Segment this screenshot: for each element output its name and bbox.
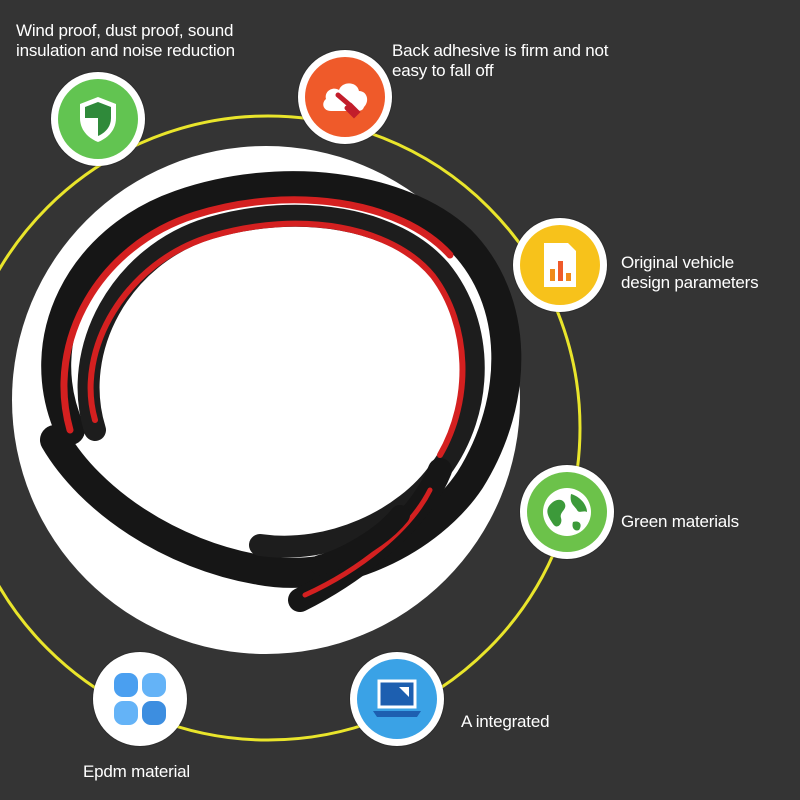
back-adhesive-badge	[298, 50, 392, 144]
laptop-icon	[373, 679, 421, 717]
green-materials-label-line1: Green materials	[621, 512, 739, 531]
original-design-label-line2: design parameters	[621, 273, 759, 292]
shield-icon	[80, 97, 116, 142]
wind-proof-badge	[51, 72, 145, 166]
original-design-label-line1: Original vehicle	[621, 253, 735, 272]
integrated-label-line1: A integrated	[461, 712, 550, 731]
wind-proof-label-line2: insulation and noise reduction	[16, 41, 235, 60]
globe-icon	[543, 488, 591, 536]
green-materials-label: Green materials	[621, 512, 739, 532]
wind-proof-label: Wind proof, dust proof, sound insulation…	[16, 21, 235, 61]
epdm-badge	[93, 652, 187, 746]
back-adhesive-label-line2: easy to fall off	[392, 61, 494, 80]
epdm-label: Epdm material	[83, 762, 190, 782]
integrated-label: A integrated	[461, 712, 550, 732]
four-petal-icon	[114, 673, 166, 725]
back-adhesive-label: Back adhesive is firm and not easy to fa…	[392, 41, 608, 81]
original-design-badge	[513, 218, 607, 312]
integrated-badge	[350, 652, 444, 746]
back-adhesive-label-line1: Back adhesive is firm and not	[392, 41, 609, 60]
door-seal-strip	[40, 171, 522, 612]
green-materials-badge	[520, 465, 614, 559]
wind-proof-label-line1: Wind proof, dust proof, sound	[16, 21, 234, 40]
document-chart-icon	[544, 243, 576, 287]
epdm-label-line1: Epdm material	[83, 762, 190, 781]
original-design-label: Original vehicle design parameters	[621, 253, 759, 293]
cloud-wrench-icon	[323, 83, 368, 119]
